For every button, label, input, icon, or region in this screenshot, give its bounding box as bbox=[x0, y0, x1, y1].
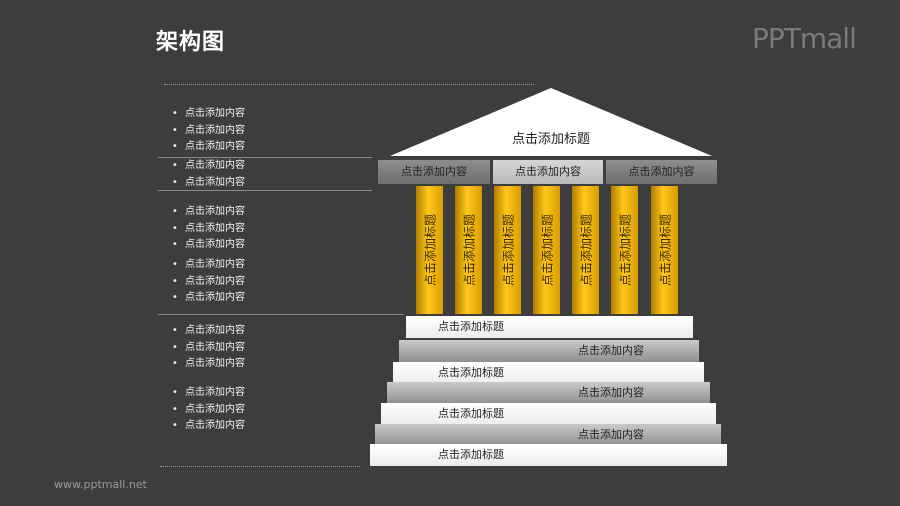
pillar: 点击添加标题 bbox=[611, 186, 638, 314]
roof-label: 点击添加标题 bbox=[511, 132, 590, 147]
list-item: 点击添加内容 bbox=[172, 106, 245, 123]
beam-box: 点击添加内容 bbox=[378, 160, 490, 184]
step-label: 点击添加标题 bbox=[438, 320, 504, 333]
step-bar: 点击添加内容 bbox=[375, 424, 721, 446]
pillar-label: 点击添加标题 bbox=[501, 213, 515, 287]
divider bbox=[158, 190, 372, 191]
list-item: 点击添加内容 bbox=[172, 274, 245, 291]
list-item: 点击添加内容 bbox=[172, 237, 245, 254]
list-item: 点击添加内容 bbox=[172, 418, 245, 435]
pillar-label: 点击添加标题 bbox=[618, 213, 632, 287]
step-bar: 点击添加标题 bbox=[406, 316, 693, 338]
step-label: 点击添加标题 bbox=[438, 407, 504, 420]
pillar: 点击添加标题 bbox=[494, 186, 521, 314]
divider bbox=[158, 314, 404, 315]
step-label: 点击添加标题 bbox=[438, 448, 504, 461]
bullet-list: 点击添加内容 点击添加内容 点击添加内容 bbox=[172, 323, 245, 373]
pptmall-logo: PPTmall bbox=[752, 22, 857, 55]
pillar: 点击添加标题 bbox=[533, 186, 560, 314]
list-item: 点击添加内容 bbox=[172, 158, 245, 175]
list-item: 点击添加内容 bbox=[172, 356, 245, 373]
bullet-list: 点击添加内容 点击添加内容 点击添加内容 bbox=[172, 385, 245, 435]
pillar-label: 点击添加标题 bbox=[540, 213, 554, 287]
step-label: 点击添加内容 bbox=[578, 386, 644, 399]
divider bbox=[158, 157, 372, 158]
list-item: 点击添加内容 bbox=[172, 257, 245, 274]
step-label: 点击添加标题 bbox=[438, 366, 504, 379]
temple-roof bbox=[390, 88, 712, 156]
list-item: 点击添加内容 bbox=[172, 123, 245, 140]
pillar: 点击添加标题 bbox=[572, 186, 599, 314]
list-item: 点击添加内容 bbox=[172, 385, 245, 402]
list-item: 点击添加内容 bbox=[172, 139, 245, 156]
list-item: 点击添加内容 bbox=[172, 323, 245, 340]
step-bar: 点击添加内容 bbox=[399, 340, 699, 362]
step-bar: 点击添加标题 bbox=[393, 362, 704, 384]
list-item: 点击添加内容 bbox=[172, 290, 245, 307]
pillar-label: 点击添加标题 bbox=[579, 213, 593, 287]
step-bar: 点击添加标题 bbox=[381, 403, 716, 425]
list-item: 点击添加内容 bbox=[172, 340, 245, 357]
pillar: 点击添加标题 bbox=[416, 186, 443, 314]
beam-box: 点击添加内容 bbox=[606, 160, 717, 184]
list-item: 点击添加内容 bbox=[172, 204, 245, 221]
pillar: 点击添加标题 bbox=[455, 186, 482, 314]
page-title: 架构图 bbox=[156, 30, 226, 55]
step-label: 点击添加内容 bbox=[578, 428, 644, 441]
bottom-divider bbox=[160, 466, 360, 467]
bullet-list: 点击添加内容 点击添加内容 点击添加内容 bbox=[172, 204, 245, 254]
step-bar: 点击添加标题 bbox=[370, 444, 727, 466]
list-item: 点击添加内容 bbox=[172, 221, 245, 238]
bullet-list: 点击添加内容 点击添加内容 bbox=[172, 158, 245, 191]
site-url: www.pptmall.net bbox=[54, 478, 147, 491]
list-item: 点击添加内容 bbox=[172, 175, 245, 192]
pillar: 点击添加标题 bbox=[651, 186, 678, 314]
list-item: 点击添加内容 bbox=[172, 402, 245, 419]
bullet-list: 点击添加内容 点击添加内容 点击添加内容 bbox=[172, 257, 245, 307]
pillar-label: 点击添加标题 bbox=[658, 213, 672, 287]
bullet-list: 点击添加内容 点击添加内容 点击添加内容 bbox=[172, 106, 245, 156]
step-label: 点击添加内容 bbox=[578, 344, 644, 357]
top-divider bbox=[164, 84, 534, 85]
pillar-label: 点击添加标题 bbox=[462, 213, 476, 287]
beam-box: 点击添加内容 bbox=[493, 160, 603, 184]
pillar-label: 点击添加标题 bbox=[423, 213, 437, 287]
step-bar: 点击添加内容 bbox=[387, 382, 710, 404]
